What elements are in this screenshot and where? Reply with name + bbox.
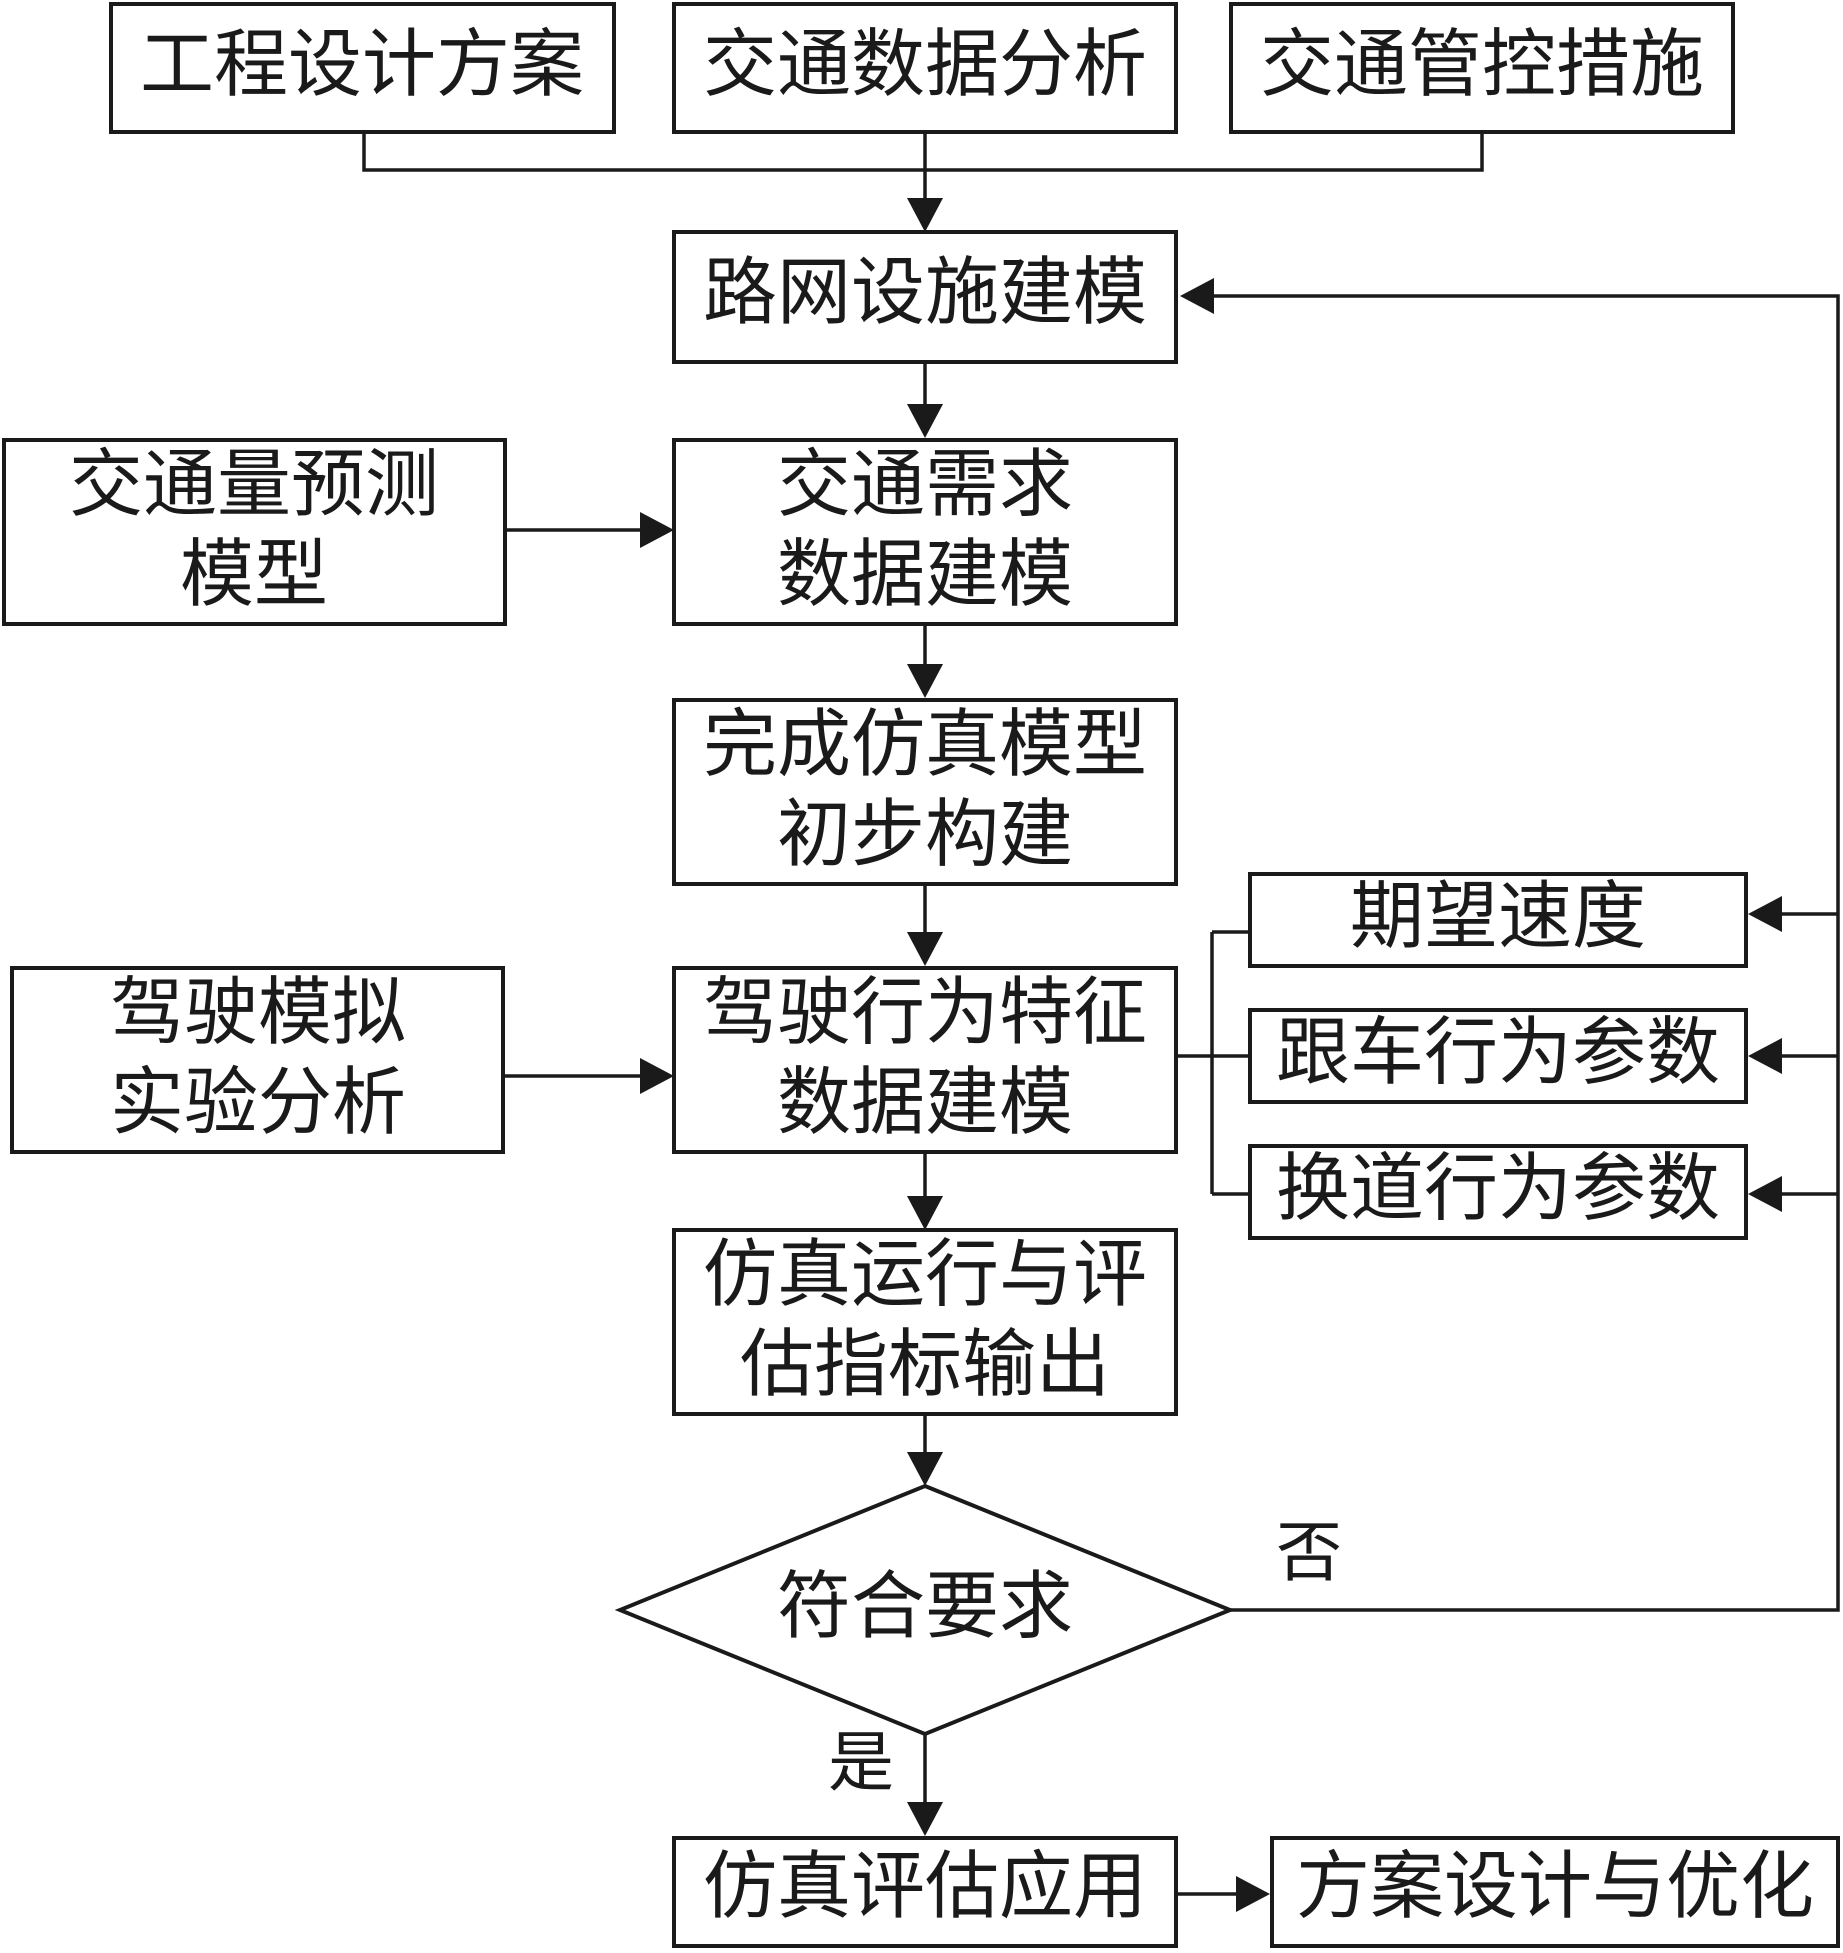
- node-initial-build: 完成仿真模型 初步构建: [672, 698, 1178, 886]
- node-expected-speed: 期望速度: [1248, 872, 1748, 968]
- node-control-label: 交通管控措施: [1260, 21, 1704, 107]
- node-run-eval-line2: 估指标输出: [740, 1321, 1110, 1407]
- arrowhead-demand: [907, 404, 943, 438]
- node-design-label: 工程设计方案: [140, 21, 584, 107]
- node-optimization: 方案设计与优化: [1270, 1836, 1840, 1948]
- node-initial-build-line1: 完成仿真模型: [703, 701, 1147, 787]
- node-behavior-line2: 数据建模: [777, 1059, 1073, 1145]
- node-demand-line1: 交通需求: [777, 441, 1073, 527]
- node-decision-label: 符合要求: [777, 1563, 1073, 1649]
- node-demand: 交通需求 数据建模: [672, 438, 1178, 626]
- arrowhead-driving-sim: [640, 1058, 674, 1094]
- node-behavior: 驾驶行为特征 数据建模: [672, 966, 1178, 1154]
- arrowhead-initial: [907, 664, 943, 698]
- node-traffic-data-label: 交通数据分析: [703, 21, 1147, 107]
- connectors: [362, 132, 1840, 1912]
- node-application-label: 仿真评估应用: [703, 1843, 1147, 1929]
- arrowhead-application: [907, 1802, 943, 1836]
- node-volume-forecast-line1: 交通量预测: [69, 441, 439, 527]
- node-control: 交通管控措施: [1229, 2, 1735, 134]
- arrowhead-feedback-road-network: [1180, 278, 1214, 314]
- arrowhead-optimization: [1236, 1876, 1270, 1912]
- edge-no-feedback: [1214, 294, 1840, 1612]
- arrowhead-decision: [907, 1452, 943, 1486]
- arrowhead-forecast: [640, 512, 674, 548]
- arrowhead-run-eval: [907, 1196, 943, 1230]
- node-driving-sim-line2: 实验分析: [110, 1059, 406, 1145]
- edge-design-merge: [362, 132, 1484, 172]
- node-road-network-label: 路网设施建模: [703, 249, 1147, 335]
- arrowhead-behavior: [907, 932, 943, 966]
- node-volume-forecast-line2: 模型: [180, 531, 328, 617]
- node-road-network: 路网设施建模: [672, 230, 1178, 364]
- node-run-eval: 仿真运行与评 估指标输出: [672, 1228, 1178, 1416]
- node-behavior-line1: 驾驶行为特征: [703, 969, 1147, 1055]
- node-run-eval-line1: 仿真运行与评: [703, 1231, 1147, 1317]
- node-application: 仿真评估应用: [672, 1836, 1178, 1948]
- node-decision: 符合要求: [614, 1483, 1236, 1737]
- edge-label-no: 否: [1276, 1514, 1342, 1591]
- node-car-following: 跟车行为参数: [1248, 1008, 1748, 1104]
- node-expected-speed-label: 期望速度: [1350, 873, 1646, 959]
- node-lane-change-label: 换道行为参数: [1276, 1145, 1720, 1231]
- node-driving-sim: 驾驶模拟 实验分析: [10, 966, 505, 1154]
- node-initial-build-line2: 初步构建: [777, 791, 1073, 877]
- node-optimization-label: 方案设计与优化: [1296, 1843, 1814, 1929]
- arrowhead-feedback-car-following: [1748, 1038, 1782, 1074]
- arrowhead-feedback-expected-speed: [1748, 896, 1782, 932]
- node-design: 工程设计方案: [109, 2, 616, 134]
- node-demand-line2: 数据建模: [777, 531, 1073, 617]
- node-lane-change: 换道行为参数: [1248, 1144, 1748, 1240]
- node-car-following-label: 跟车行为参数: [1276, 1009, 1720, 1095]
- edge-label-yes: 是: [828, 1724, 894, 1801]
- node-volume-forecast: 交通量预测 模型: [2, 438, 507, 626]
- node-traffic-data: 交通数据分析: [672, 2, 1178, 134]
- arrowhead-road-network: [907, 198, 943, 232]
- node-driving-sim-line1: 驾驶模拟: [110, 969, 406, 1055]
- arrowhead-feedback-lane-change: [1748, 1176, 1782, 1212]
